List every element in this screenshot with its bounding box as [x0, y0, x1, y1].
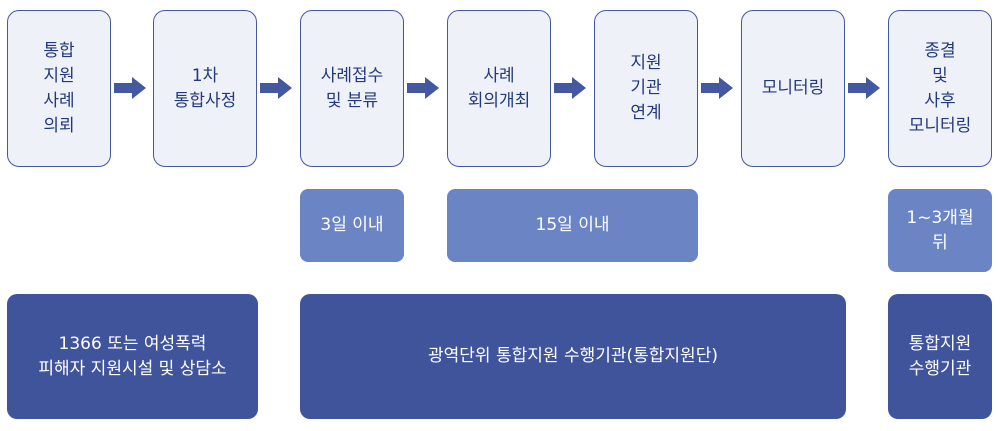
step-monitoring: 모니터링: [741, 10, 845, 167]
step-case-intake: 사례접수 및 분류: [300, 10, 404, 167]
step-case-referral: 통합 지원 사례 의뢰: [7, 10, 111, 167]
org-1366-support-centers: 1366 또는 여성폭력 피해자 지원시설 및 상담소: [7, 294, 258, 419]
org-regional-integrated-support: 광역단위 통합지원 수행기관(통합지원단): [300, 294, 846, 419]
right-arrow-icon: [554, 77, 586, 99]
step-agency-linkage: 지원 기관 연계: [594, 10, 698, 167]
right-arrow-icon: [848, 77, 880, 99]
step-closure-followup: 종결 및 사후 모니터링: [888, 10, 992, 167]
right-arrow-icon: [114, 77, 146, 99]
duration-1-3-months: 1~3개월 뒤: [888, 189, 992, 272]
step-case-meeting: 사례 회의개최: [447, 10, 551, 167]
org-integrated-support-agency: 통합지원 수행기관: [888, 294, 992, 419]
right-arrow-icon: [260, 77, 292, 99]
right-arrow-icon: [701, 77, 733, 99]
duration-within-15-days: 15일 이내: [447, 189, 698, 262]
step-first-assessment: 1차 통합사정: [153, 10, 257, 167]
right-arrow-icon: [407, 77, 439, 99]
duration-within-3-days: 3일 이내: [300, 189, 404, 262]
